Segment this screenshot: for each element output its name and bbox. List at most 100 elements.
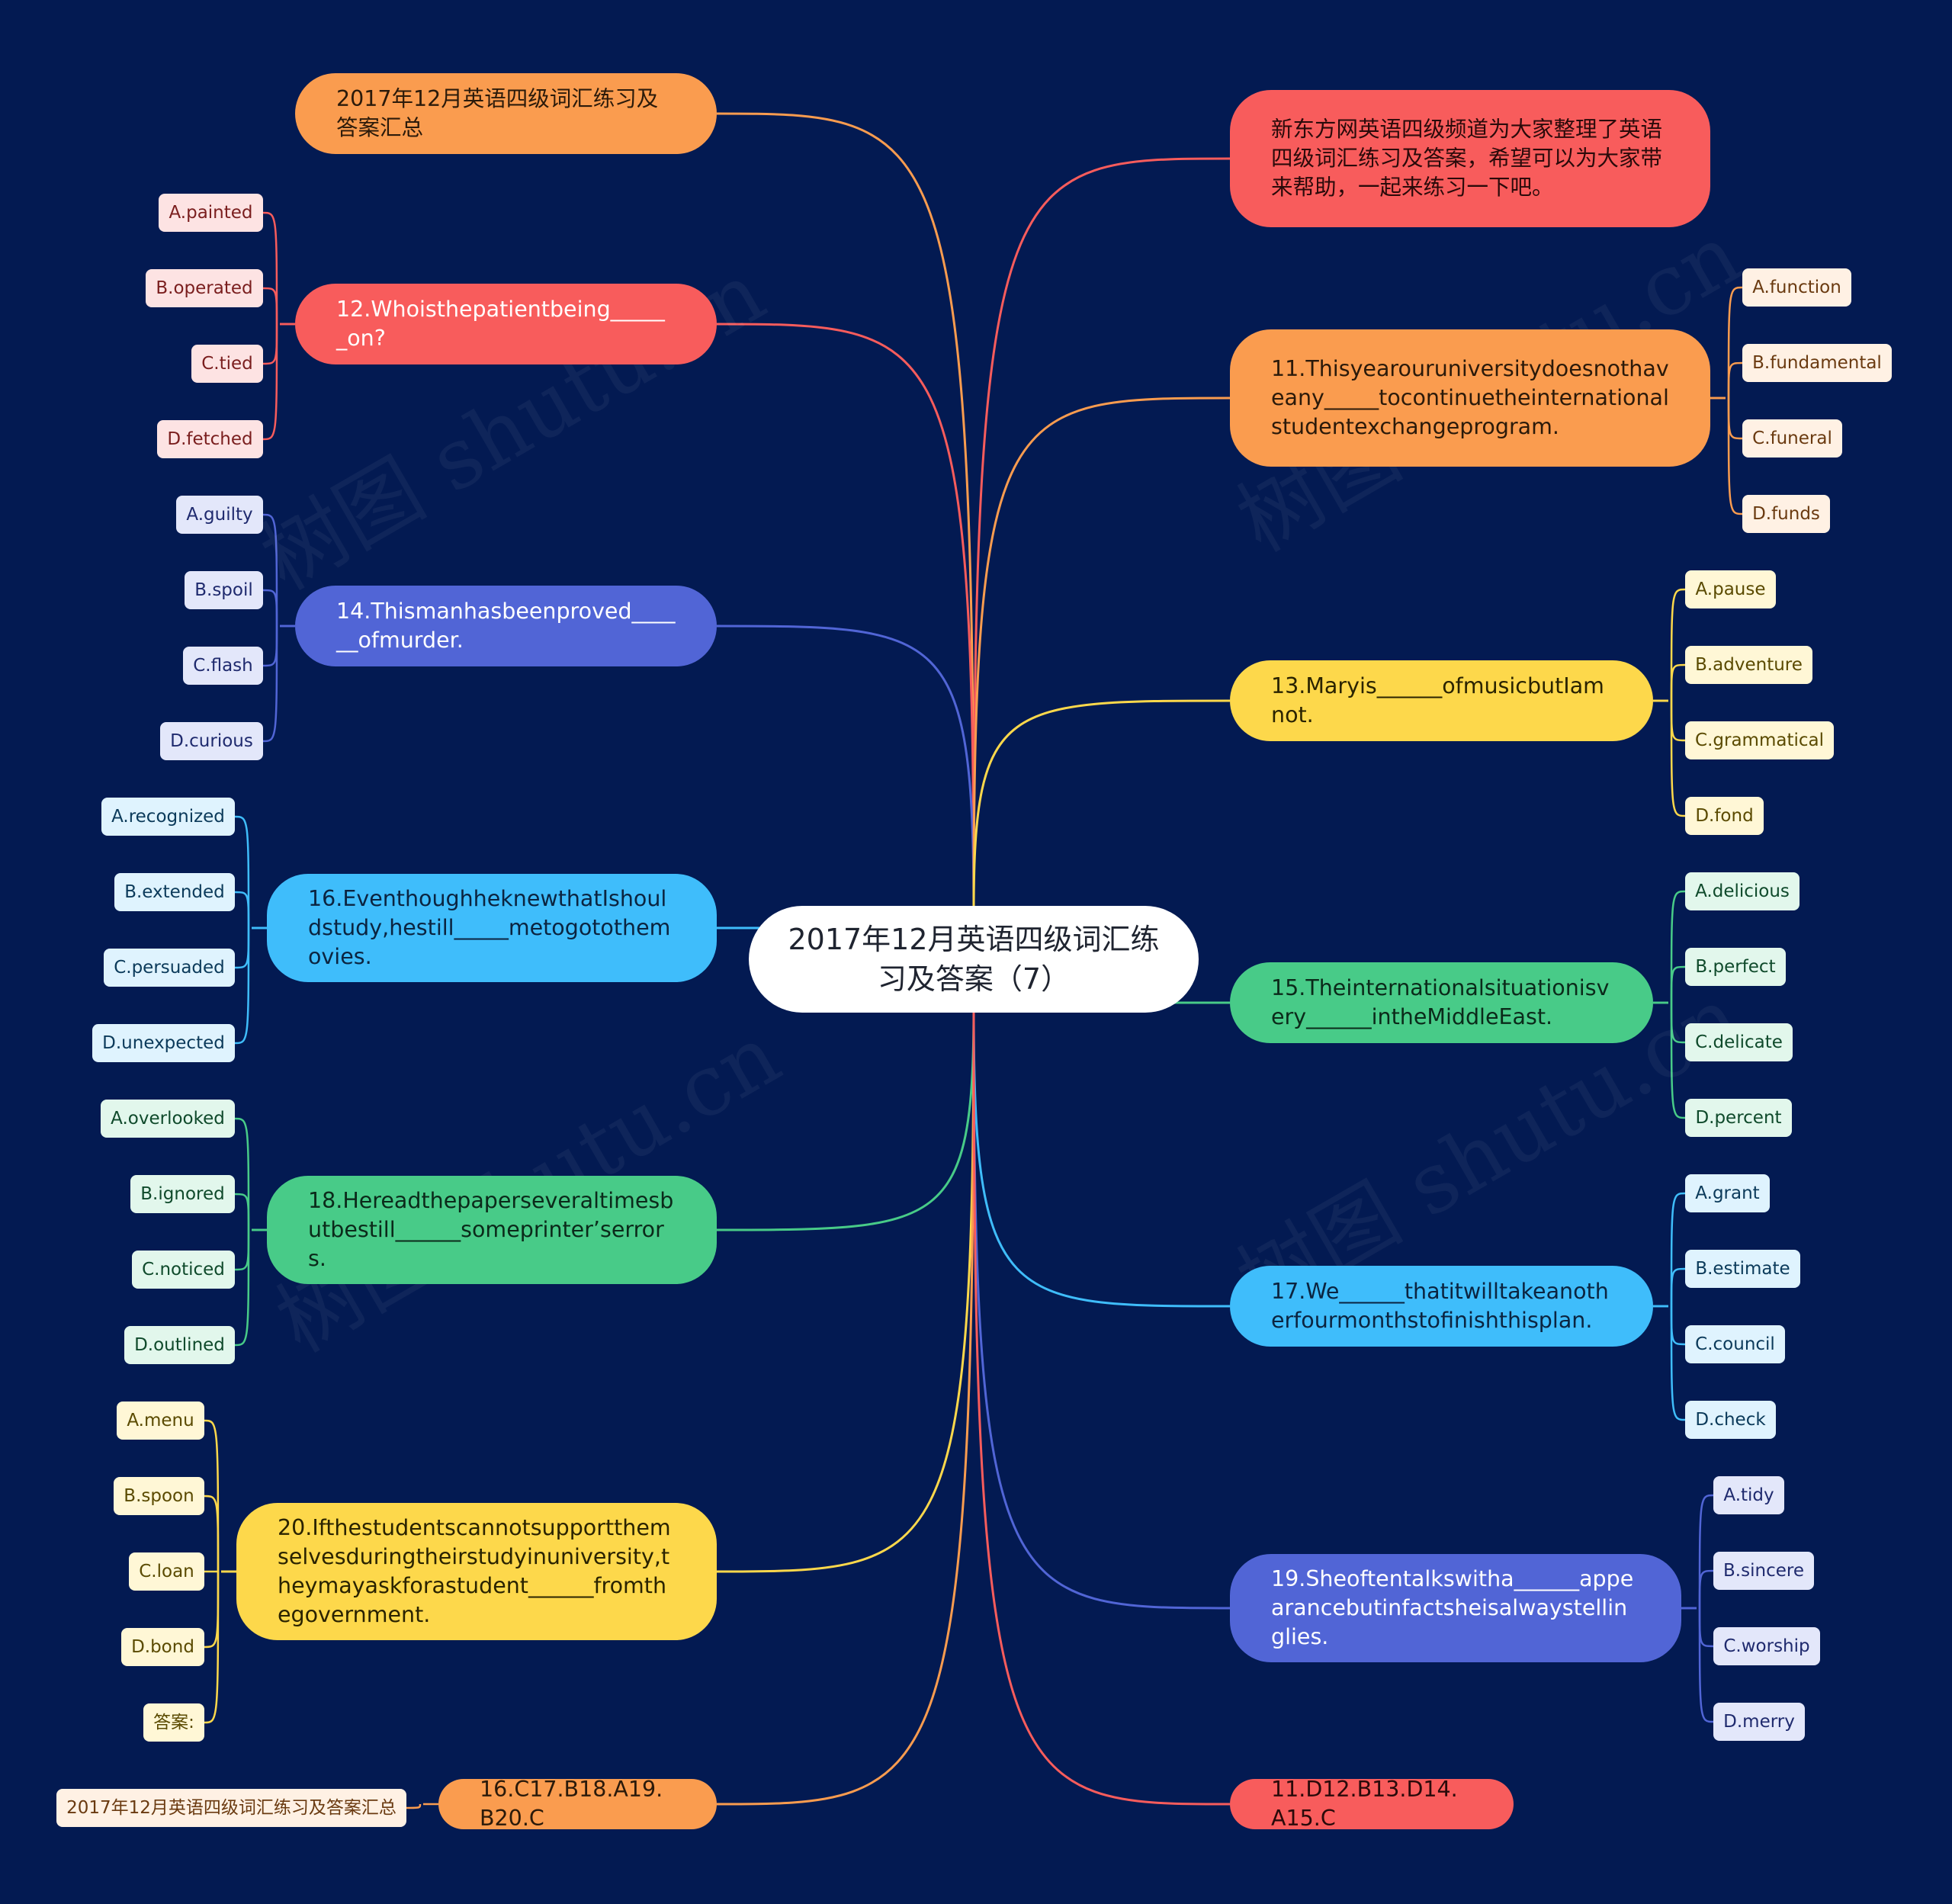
leaf-connector bbox=[262, 211, 295, 326]
leaf-option[interactable]: C.noticed bbox=[132, 1251, 235, 1289]
connector-b-q20 bbox=[716, 1006, 975, 1573]
leaf-connector bbox=[1653, 890, 1686, 1004]
leaf-connector bbox=[1653, 663, 1686, 702]
leaf-option[interactable]: D.merry bbox=[1713, 1703, 1805, 1741]
leaf-option[interactable]: D.bond bbox=[121, 1628, 204, 1666]
leaf-connector bbox=[234, 926, 267, 1045]
leaf-connector bbox=[262, 589, 295, 628]
leaf-connector bbox=[406, 1803, 438, 1809]
leaf-connector bbox=[1653, 1001, 1686, 1119]
leaf-option[interactable]: C.flash bbox=[183, 647, 263, 685]
leaf-option[interactable]: B.adventure bbox=[1685, 646, 1812, 684]
leaf-option[interactable]: B.operated bbox=[146, 269, 263, 307]
leaf-connector bbox=[234, 926, 267, 969]
connector-b-q13 bbox=[972, 699, 1231, 913]
leaf-connector bbox=[1681, 1494, 1714, 1610]
leaf-option[interactable]: C.tied bbox=[191, 345, 263, 383]
leaf-option[interactable]: B.perfect bbox=[1685, 948, 1786, 986]
leaf-connector bbox=[234, 891, 267, 930]
leaf-option[interactable]: D.fond bbox=[1685, 797, 1764, 835]
branch-q19[interactable]: 19.Sheoftentalkswitha______appearancebut… bbox=[1230, 1554, 1681, 1662]
leaf-option[interactable]: A.painted bbox=[159, 194, 263, 232]
leaf-option[interactable]: D.check bbox=[1685, 1401, 1776, 1439]
leaf-option[interactable]: D.outlined bbox=[124, 1326, 235, 1364]
leaf-option[interactable]: B.spoon bbox=[114, 1477, 204, 1515]
leaf-connector bbox=[1653, 1001, 1686, 1044]
leaf-option[interactable]: 2017年12月英语四级词汇练习及答案汇总 bbox=[56, 1789, 406, 1827]
leaf-option[interactable]: A.guilty bbox=[176, 496, 263, 534]
leaf-connector bbox=[262, 323, 295, 365]
connector-b-ans2 bbox=[716, 1006, 975, 1806]
leaf-option[interactable]: C.persuaded bbox=[104, 949, 235, 987]
leaf-connector bbox=[1653, 965, 1686, 1004]
leaf-option[interactable]: 答案: bbox=[143, 1703, 204, 1742]
leaf-option[interactable]: A.tidy bbox=[1713, 1476, 1784, 1514]
branch-q17[interactable]: 17.We______thatitwilltakeanotherfourmont… bbox=[1230, 1266, 1653, 1347]
branch-q20[interactable]: 20.Ifthestudentscannotsupportthemselvesd… bbox=[236, 1503, 717, 1640]
leaf-connector bbox=[262, 323, 295, 441]
leaf-connector bbox=[1681, 1569, 1714, 1610]
leaf-option[interactable]: C.council bbox=[1685, 1325, 1785, 1363]
connector-b-ans1 bbox=[972, 1006, 1231, 1806]
leaf-option[interactable]: B.ignored bbox=[130, 1175, 235, 1213]
leaf-connector bbox=[204, 1570, 236, 1724]
branch-q16[interactable]: 16.EventhoughheknewthatIshouldstudy,hest… bbox=[267, 874, 717, 982]
leaf-connector bbox=[234, 1117, 267, 1231]
leaf-option[interactable]: C.grammatical bbox=[1685, 721, 1834, 759]
leaf-option[interactable]: B.fundamental bbox=[1742, 344, 1892, 382]
leaf-option[interactable]: A.menu bbox=[117, 1402, 204, 1440]
leaf-option[interactable]: C.funeral bbox=[1742, 419, 1842, 458]
leaf-connector bbox=[262, 513, 295, 628]
branch-q18[interactable]: 18.Hereadthepaperseveraltimesbutbestill_… bbox=[267, 1176, 717, 1284]
branch-q12[interactable]: 12.Whoisthepatientbeing______on? bbox=[295, 284, 717, 364]
branch-summary-link[interactable]: 2017年12月英语四级词汇练习及答案汇总 bbox=[295, 73, 717, 154]
leaf-option[interactable]: D.fetched bbox=[157, 420, 263, 458]
leaf-option[interactable]: D.curious bbox=[160, 722, 263, 760]
leaf-option[interactable]: D.unexpected bbox=[92, 1024, 235, 1062]
leaf-option[interactable]: C.worship bbox=[1713, 1627, 1820, 1665]
leaf-connector bbox=[234, 1193, 267, 1231]
branch-intro[interactable]: 新东方网英语四级频道为大家整理了英语四级词汇练习及答案，希望可以为大家带来帮助，… bbox=[1230, 90, 1710, 227]
leaf-option[interactable]: A.function bbox=[1742, 268, 1851, 307]
leaf-option[interactable]: B.extended bbox=[114, 873, 235, 911]
branch-q15[interactable]: 15.Theinternationalsituationisvery______… bbox=[1230, 962, 1653, 1043]
leaf-option[interactable]: D.percent bbox=[1685, 1099, 1792, 1137]
leaf-connector bbox=[234, 1228, 267, 1271]
connector-b-q12 bbox=[716, 323, 975, 913]
leaf-option[interactable]: B.sincere bbox=[1713, 1552, 1814, 1590]
leaf-connector bbox=[1681, 1607, 1714, 1723]
leaf-option[interactable]: C.delicate bbox=[1685, 1023, 1793, 1061]
leaf-connector bbox=[1653, 1192, 1686, 1308]
branch-q14[interactable]: 14.Thismanhasbeenproved______ofmurder. bbox=[295, 586, 717, 666]
connector-b-q14 bbox=[716, 624, 975, 913]
leaf-connector bbox=[262, 624, 295, 743]
leaf-option[interactable]: B.spoil bbox=[185, 571, 263, 609]
leaf-connector bbox=[262, 624, 295, 667]
branch-ans1[interactable]: 11.D12.B13.D14.A15.C bbox=[1230, 1777, 1514, 1831]
branch-q11[interactable]: 11.Thisyearouruniversitydoesnothaveany__… bbox=[1230, 329, 1710, 467]
leaf-connector bbox=[1653, 1305, 1686, 1421]
leaf-connector bbox=[1710, 286, 1743, 400]
leaf-option[interactable]: C.loan bbox=[129, 1552, 204, 1591]
leaf-connector bbox=[1710, 397, 1743, 515]
leaf-connector bbox=[1681, 1607, 1714, 1648]
leaf-option[interactable]: A.pause bbox=[1685, 570, 1776, 608]
connector-b-q17 bbox=[972, 1006, 1231, 1308]
branch-ans2[interactable]: 16.C17.B18.A19.B20.C bbox=[438, 1777, 717, 1831]
leaf-connector bbox=[1653, 1305, 1686, 1346]
leaf-option[interactable]: A.recognized bbox=[101, 798, 235, 836]
leaf-option[interactable]: A.overlooked bbox=[101, 1100, 235, 1138]
leaf-option[interactable]: A.delicious bbox=[1685, 872, 1800, 910]
connector-b-q18 bbox=[716, 1006, 975, 1231]
leaf-option[interactable]: A.grant bbox=[1685, 1174, 1770, 1212]
connector-b-q19 bbox=[972, 1006, 1231, 1610]
leaf-option[interactable]: D.funds bbox=[1742, 495, 1830, 533]
connector-b-summary-link bbox=[716, 112, 975, 913]
leaf-option[interactable]: B.estimate bbox=[1685, 1250, 1800, 1288]
leaf-connector bbox=[204, 1570, 236, 1649]
branch-q13[interactable]: 13.Maryis______ofmusicbutIamnot. bbox=[1230, 660, 1653, 741]
leaf-connector bbox=[1653, 1267, 1686, 1308]
connector-b-intro bbox=[972, 157, 1231, 913]
root-topic[interactable]: 2017年12月英语四级词汇练习及答案（7） bbox=[749, 906, 1199, 1013]
